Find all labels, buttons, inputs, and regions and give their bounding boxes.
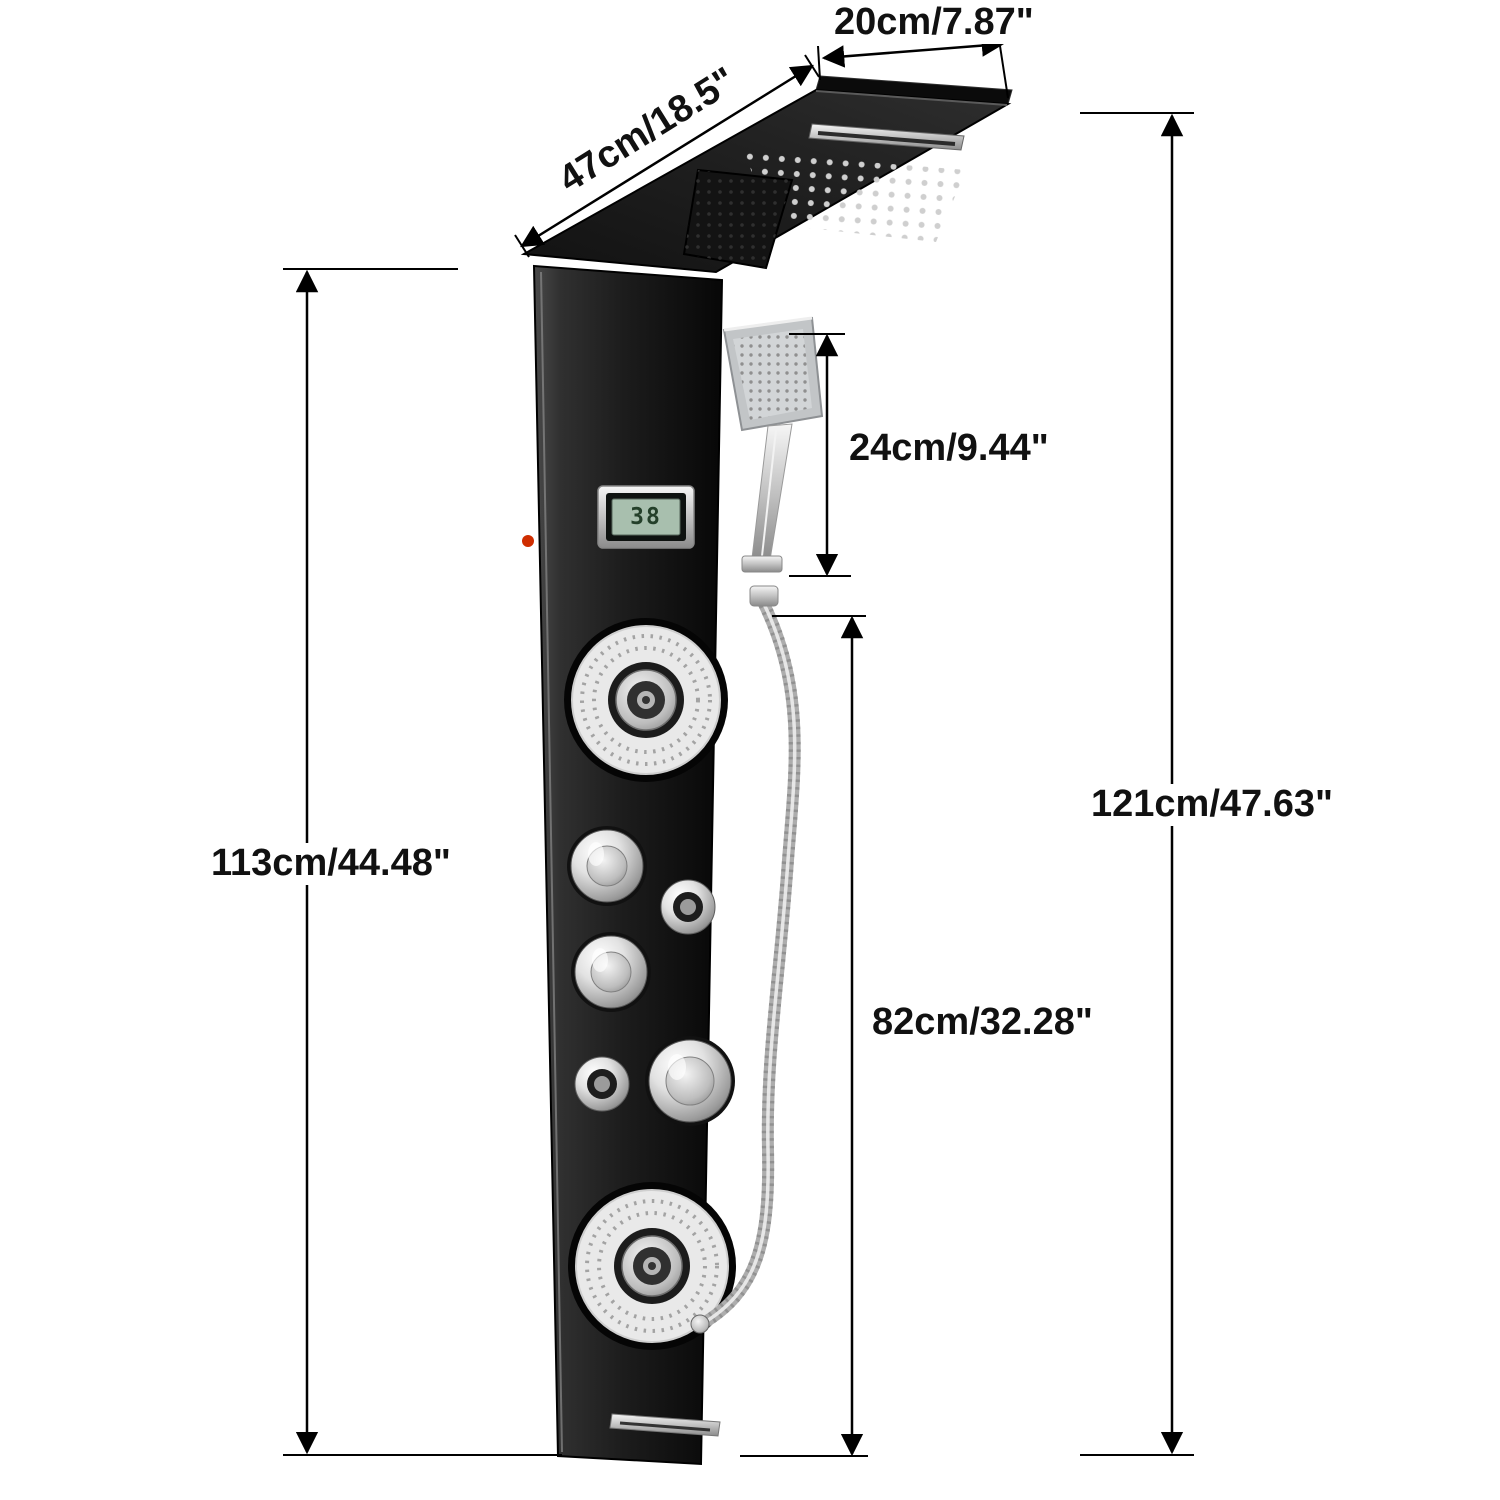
bottom-spout-strip: [609, 1413, 721, 1437]
handheld-bracket: [741, 555, 783, 573]
handheld-shower: [722, 316, 824, 607]
body-jet-small-2: [574, 1056, 630, 1112]
dim-top-width-label: 20cm/7.87": [828, 1, 1040, 44]
dim-panel-height-label: 113cm/44.48": [205, 842, 457, 885]
handheld-handle: [751, 423, 793, 561]
dim-line-top-length: [514, 54, 820, 258]
body-jet-top: [564, 618, 728, 782]
control-knob-3: [645, 1036, 735, 1126]
handheld-spray-face: [733, 329, 812, 420]
dim-line-hose-height: [740, 615, 868, 1457]
lcd-temperature-value: 38: [630, 504, 662, 530]
hose-connector: [749, 585, 779, 607]
control-knob-1: [567, 826, 647, 906]
dim-line-top-width: [817, 34, 1009, 99]
dim-line-hand-shower: [789, 333, 851, 577]
control-knob-2: [571, 932, 651, 1012]
dim-total-height-label: 121cm/47.63": [1085, 783, 1339, 826]
indicator-light: [522, 535, 534, 547]
dim-hose-height-label: 82cm/32.28": [866, 1001, 1099, 1044]
angled-spout: [682, 168, 794, 270]
lcd-temperature-display: [597, 485, 695, 549]
body-jet-bottom: [568, 1182, 736, 1350]
dim-hand-shower-label: 24cm/9.44": [843, 427, 1055, 470]
shower-hose: [690, 601, 801, 1334]
body-jet-small-1: [660, 879, 716, 935]
